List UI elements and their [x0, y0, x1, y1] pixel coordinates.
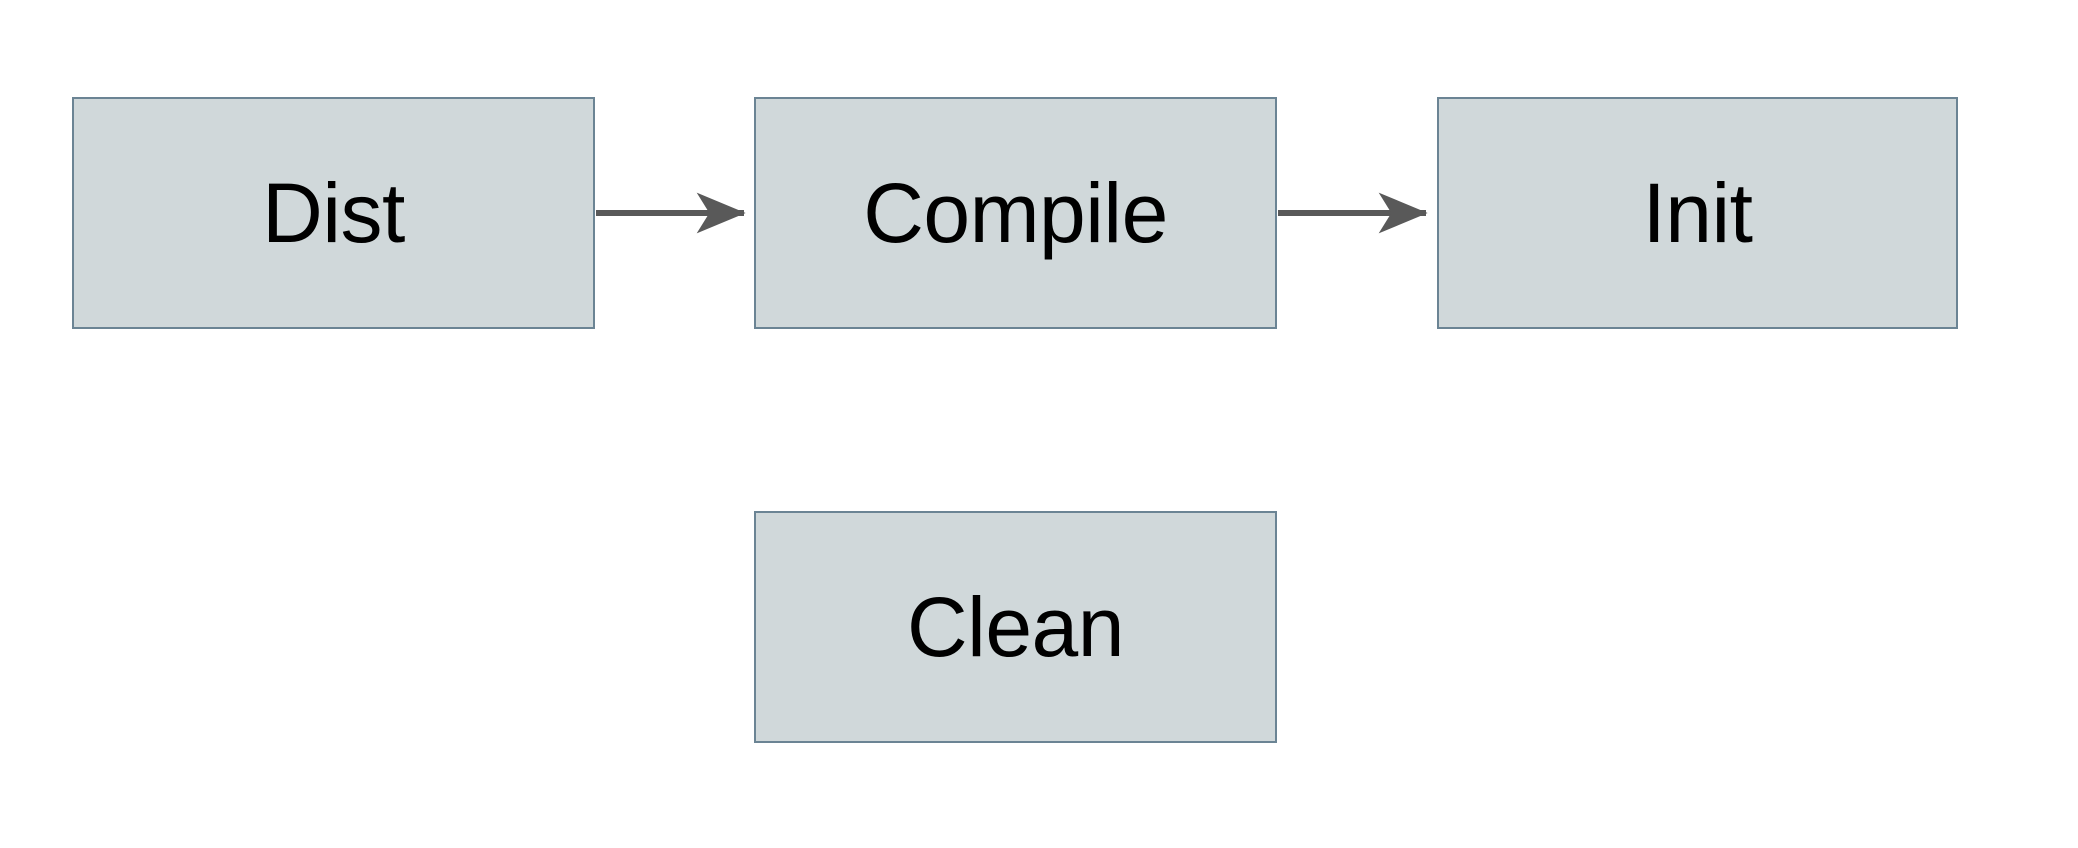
node-dist[interactable]: Dist	[72, 97, 595, 329]
node-dist-label: Dist	[262, 166, 405, 260]
node-compile-label: Compile	[863, 166, 1168, 260]
node-compile[interactable]: Compile	[754, 97, 1277, 329]
node-init[interactable]: Init	[1437, 97, 1958, 329]
node-clean-label: Clean	[907, 580, 1124, 674]
node-clean[interactable]: Clean	[754, 511, 1277, 743]
node-init-label: Init	[1642, 166, 1753, 260]
